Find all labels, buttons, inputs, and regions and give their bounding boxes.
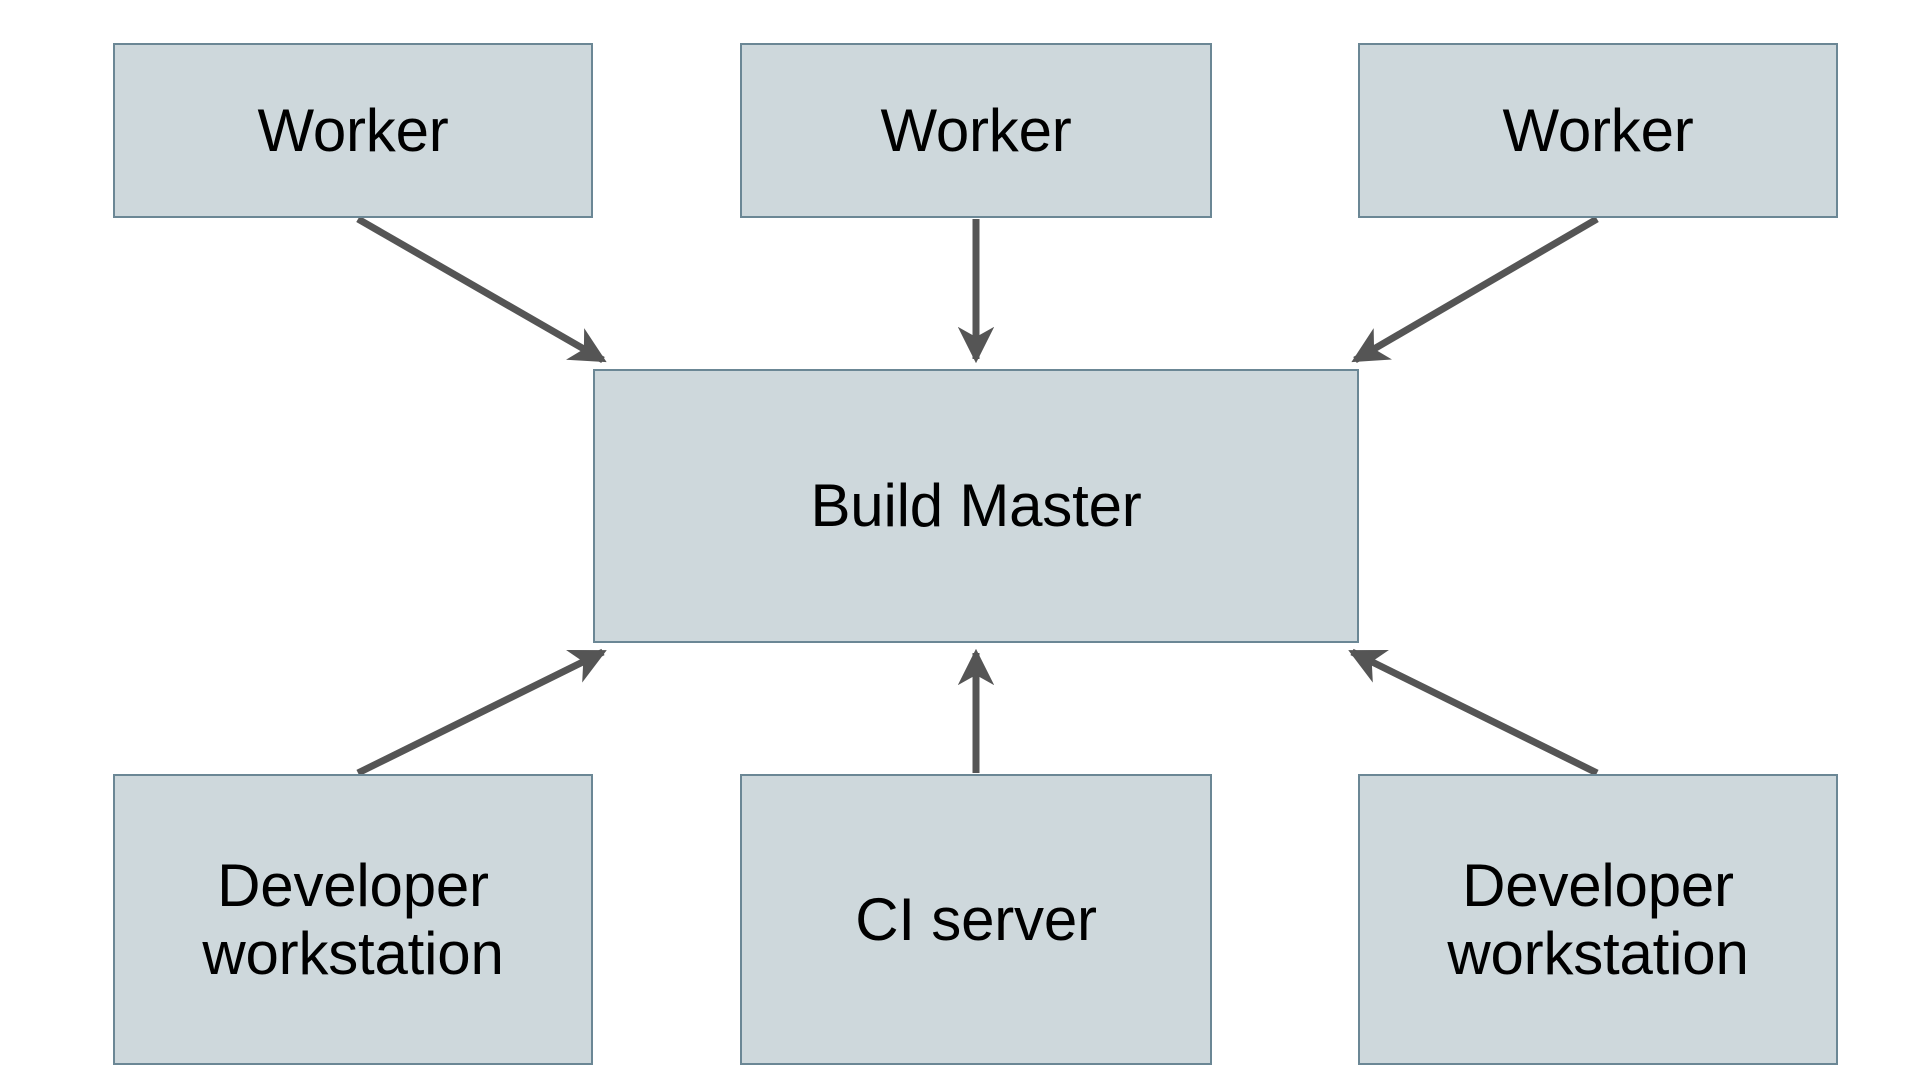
node-developer-workstation-left-label: Developer workstation	[202, 852, 504, 987]
edge-dev-left-to-master	[356, 648, 607, 777]
node-worker-left-label: Worker	[257, 96, 449, 164]
node-developer-workstation-right[interactable]: Developer workstation	[1358, 774, 1838, 1065]
node-developer-workstation-left[interactable]: Developer workstation	[113, 774, 593, 1065]
node-worker-right[interactable]: Worker	[1358, 43, 1838, 218]
node-worker-right-label: Worker	[1502, 96, 1694, 164]
node-ci-server[interactable]: CI server	[740, 774, 1212, 1065]
node-worker-center-label: Worker	[880, 96, 1072, 164]
edge-worker-right-to-master	[1351, 215, 1599, 364]
node-build-master-label: Build Master	[810, 472, 1142, 540]
node-developer-workstation-right-label: Developer workstation	[1447, 852, 1749, 987]
node-worker-left[interactable]: Worker	[113, 43, 593, 218]
node-worker-center[interactable]: Worker	[740, 43, 1212, 218]
node-ci-server-label: CI server	[855, 885, 1097, 953]
edge-dev-right-to-master	[1348, 648, 1599, 777]
edge-worker-left-to-master	[356, 215, 607, 364]
node-build-master[interactable]: Build Master	[593, 369, 1359, 643]
